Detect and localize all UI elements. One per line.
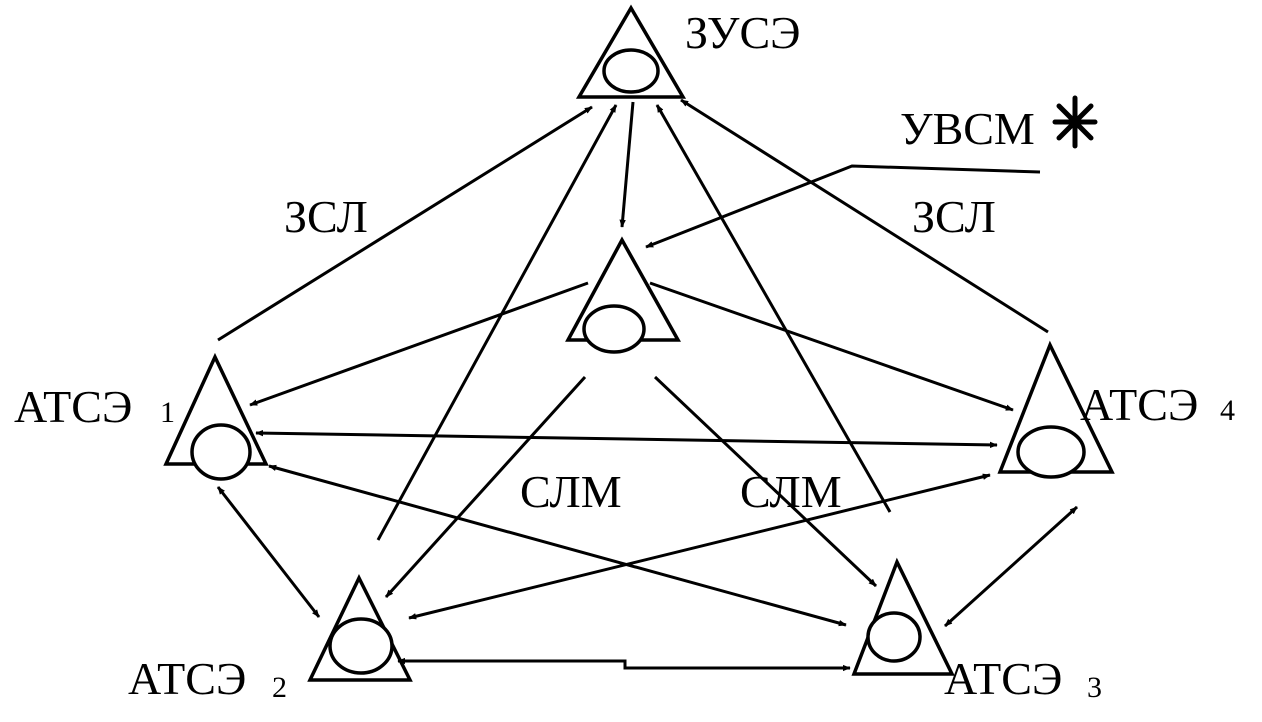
label-slm-left: СЛМ xyxy=(520,466,622,517)
label-atse3-index: 3 xyxy=(1087,671,1102,704)
label-slm-right: СЛМ xyxy=(740,466,842,517)
node-atse4 xyxy=(997,340,1115,479)
node-atse2 xyxy=(307,574,413,682)
label-atse2: АТСЭ xyxy=(128,653,246,704)
link-atse1-atse2 xyxy=(216,486,321,618)
link-center-atse1 xyxy=(249,281,589,407)
link-atse2-atse4 xyxy=(408,473,991,620)
label-atse4-index: 4 xyxy=(1220,394,1235,427)
link-center-atse4 xyxy=(649,281,1014,412)
asterisk-icon xyxy=(1052,95,1098,149)
link-zsl-atse1-zuse xyxy=(217,105,593,342)
link-zuse-center xyxy=(619,101,635,228)
node-atse1 xyxy=(163,352,269,481)
links xyxy=(216,98,1079,672)
label-atse2-index: 2 xyxy=(272,671,287,704)
link-zsl-atse4-zuse xyxy=(680,98,1049,334)
label-zuse: ЗУСЭ xyxy=(685,7,801,58)
link-atse2-atse3 xyxy=(397,657,851,672)
node-zuse xyxy=(575,4,687,99)
link-atse1-atse4 xyxy=(255,429,998,449)
node-center-uvsm xyxy=(565,236,681,354)
label-zsl-left: ЗСЛ xyxy=(284,191,368,242)
label-atse3: АТСЭ xyxy=(944,653,1062,704)
label-atse1-index: 1 xyxy=(160,396,175,429)
label-uvsm: УВСМ xyxy=(900,103,1035,154)
link-atse3-atse4 xyxy=(943,505,1079,628)
label-zsl-right: ЗСЛ xyxy=(912,191,996,242)
link-uvsm-center xyxy=(645,164,1041,249)
label-atse1: АТСЭ xyxy=(14,381,132,432)
label-atse4: АТСЭ xyxy=(1080,379,1198,430)
